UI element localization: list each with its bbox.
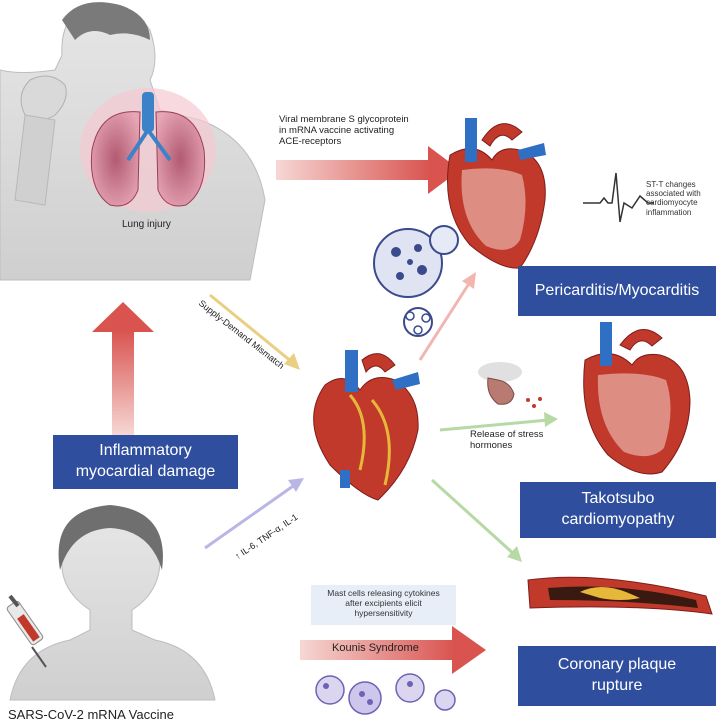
pericarditis-box: Pericarditis/Myocarditis (518, 266, 716, 316)
takotsubo-heart-icon (583, 322, 691, 475)
lungs-icon (80, 88, 216, 212)
mast-cells-icon (315, 673, 456, 715)
stress-gland-icon (478, 362, 542, 408)
st-changes-label: ST-T changes associated with cardiomyocy… (646, 180, 701, 217)
coronary-plaque-box: Coronary plaque rupture (518, 646, 716, 706)
coronary-vessel-icon (527, 576, 713, 615)
arrow-to-pericarditis-heart (276, 146, 460, 194)
virus-icon (373, 225, 459, 337)
plaque-arrow (430, 478, 522, 562)
mast-cells-label: Mast cells releasing cytokines after exc… (311, 585, 456, 625)
myocarditis-arrow (418, 272, 476, 361)
inflammatory-damage-box: Inflammatory myocardial damage (53, 435, 238, 489)
ecg-waveform-icon (583, 172, 654, 223)
cytokine-arrow (204, 478, 304, 550)
pericarditis-heart-icon (447, 118, 546, 269)
release-stress-label: Release of stress hormones (470, 429, 544, 451)
stress-arrow (439, 412, 558, 432)
center-heart-icon (313, 350, 420, 501)
up-arrow (92, 302, 154, 435)
lung-injury-label: Lung injury (122, 219, 171, 230)
kounis-arrow (300, 626, 486, 674)
syringe-icon (6, 594, 47, 668)
vaccine-label: SARS-CoV-2 mRNA Vaccine (8, 707, 174, 722)
takotsubo-box: Takotsubo cardiomyopathy (520, 482, 716, 538)
kounis-syndrome-label: Kounis Syndrome (332, 642, 419, 654)
supply-demand-arrow (209, 293, 300, 370)
viral-glycoprotein-label: Viral membrane S glycoprotein in mRNA va… (279, 114, 409, 147)
woman-figure (9, 505, 216, 701)
